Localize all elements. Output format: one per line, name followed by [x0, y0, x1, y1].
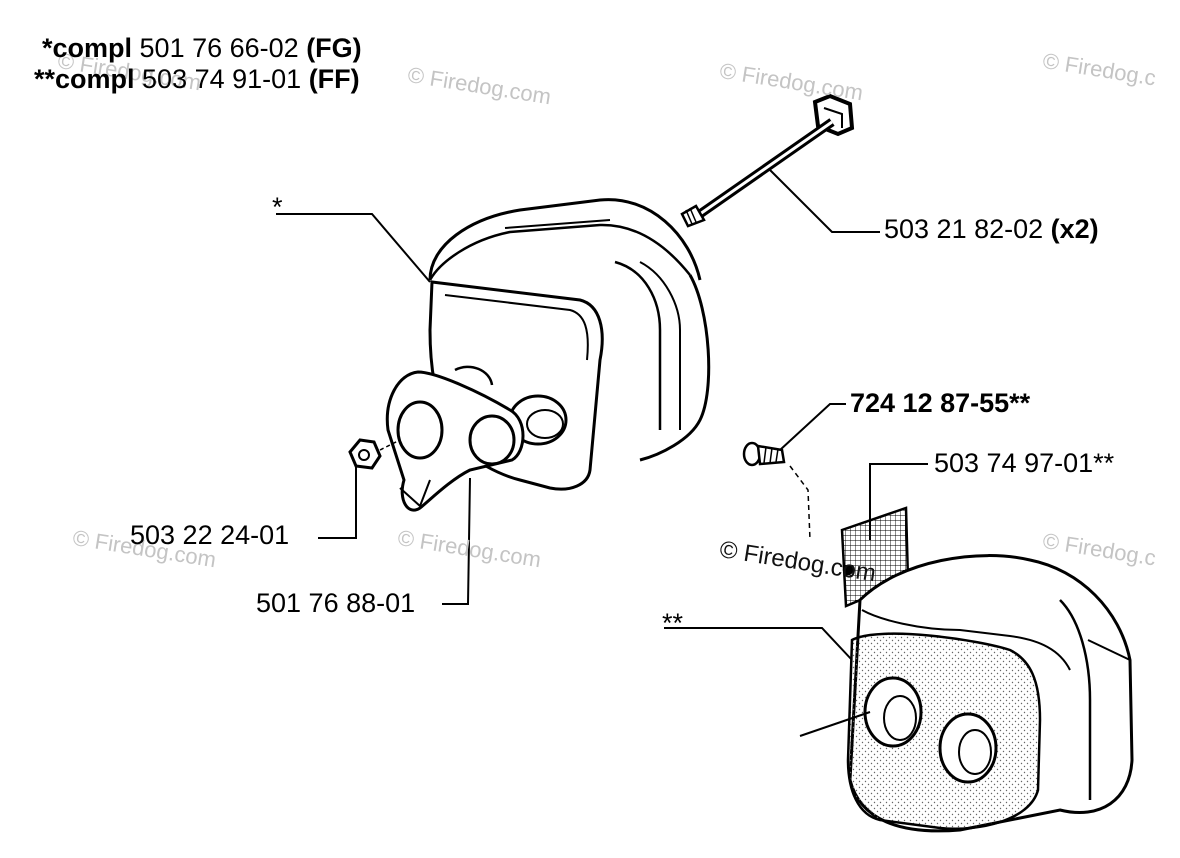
leader-lines: [276, 169, 928, 737]
bolt-callout: 503 21 82-02 (x2): [884, 214, 1099, 244]
muffler-ff-marker: **: [662, 608, 684, 638]
kit-fg-number: 501 76 66-02: [132, 33, 307, 63]
plate-part-number: 501 76 88-01: [256, 588, 416, 618]
screw-illustration: [742, 441, 811, 541]
kit-fg-label: *compl 501 76 66-02 (FG): [42, 33, 362, 63]
nut-part-number: 503 22 24-01: [130, 520, 290, 550]
kit-fg-word: compl: [52, 33, 133, 63]
spark-screen-part-number: 503 74 97-01**: [934, 448, 1115, 478]
bolt-illustration: [680, 93, 855, 228]
muffler-fg-marker: *: [272, 192, 283, 222]
kit-ff-label: **compl 503 74 91-01 (FF): [34, 64, 360, 94]
kit-ff-word: compl: [55, 64, 135, 94]
bolt-part-number: 503 21 82-02: [884, 214, 1051, 244]
plate-illustration: [385, 370, 525, 512]
kit-ff-code: (FF): [308, 64, 360, 94]
kit-fg-prefix: *: [42, 33, 53, 63]
kit-ff-number: 503 74 91-01: [134, 64, 309, 94]
muffler-ff-illustration: [846, 554, 1134, 833]
screw-part-number: 724 12 87-55**: [850, 388, 1031, 418]
kit-fg-code: (FG): [306, 33, 362, 63]
bolt-quantity: (x2): [1050, 214, 1099, 244]
kit-ff-prefix: **: [34, 64, 56, 94]
